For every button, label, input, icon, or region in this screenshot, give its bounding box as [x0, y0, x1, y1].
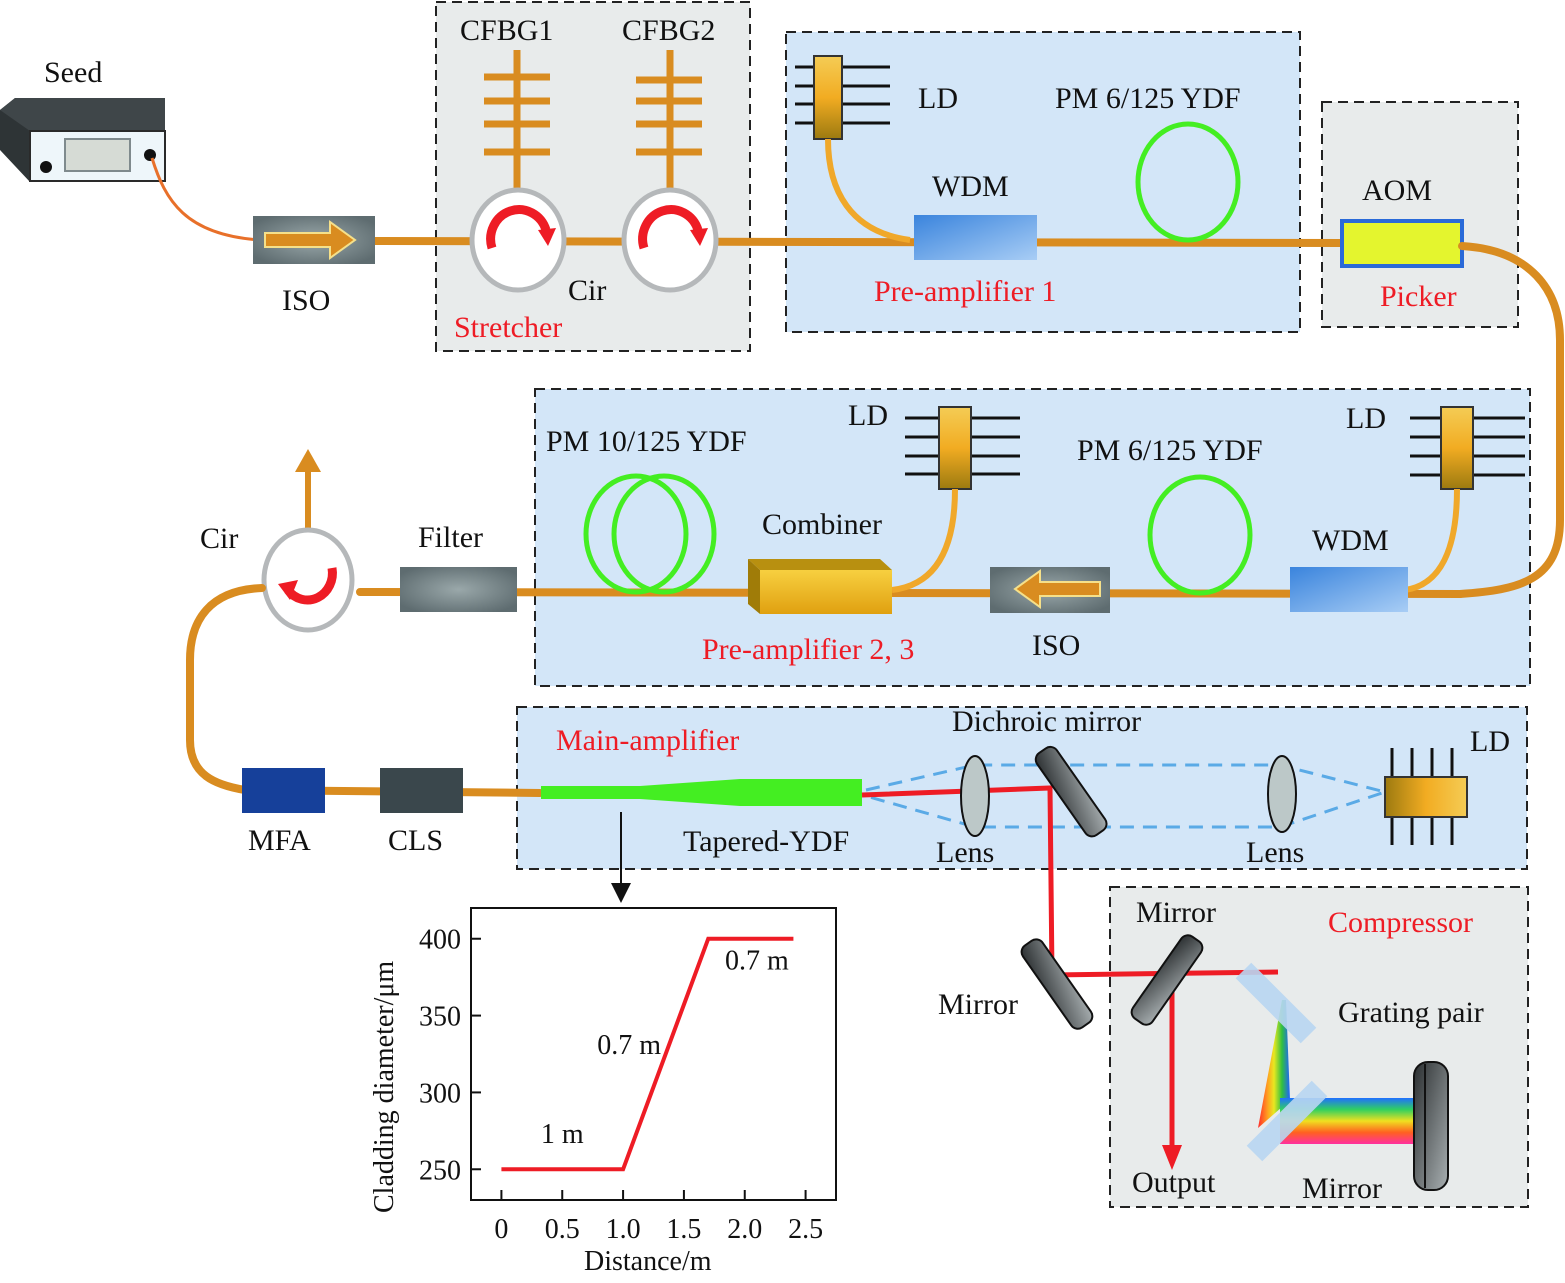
output-label: Output [1132, 1166, 1216, 1199]
chart-x-tick-label: 0 [494, 1214, 508, 1245]
ydf3-label: PM 10/125 YDF [546, 425, 747, 458]
filter-label: Filter [418, 521, 483, 554]
cir2-label: Cir [200, 522, 238, 555]
lens-1 [960, 755, 990, 837]
ld3-label: LD [1346, 402, 1386, 435]
laser-diode-2 [905, 406, 1020, 490]
circulator-2 [621, 187, 719, 293]
preamp1-box [785, 31, 1301, 333]
wdm1-label: WDM [932, 170, 1009, 203]
fiber-middle [356, 588, 1464, 598]
cfbg1-grating [484, 50, 550, 190]
chart-x-tick-label: 0.5 [545, 1214, 580, 1245]
grating-label: Grating pair [1338, 996, 1484, 1029]
seed-fiber [150, 157, 261, 242]
ld2-pump-fiber [891, 488, 958, 593]
mirror2-label: Mirror [1136, 896, 1216, 929]
picker-label: Picker [1380, 280, 1457, 313]
chart-y-tick-label: 300 [419, 1078, 461, 1109]
chart-annotation: 0.7 m [725, 945, 789, 976]
picker-box [1321, 101, 1519, 328]
output-arrow-icon [295, 449, 321, 472]
wdm-2 [1290, 567, 1408, 612]
seed-label: Seed [44, 56, 102, 89]
stretcher-box [435, 1, 751, 352]
chart-y-tick-label: 400 [419, 925, 461, 956]
circulator-1 [469, 187, 567, 293]
mirror-2 [1130, 934, 1204, 1026]
chart-y-tick-label: 250 [419, 1155, 461, 1186]
laser-diode-3 [1410, 406, 1525, 490]
combiner-label: Combiner [762, 508, 882, 541]
cls-label: CLS [388, 824, 443, 857]
ydf2-coil [1147, 474, 1253, 596]
fiber-right-loop [1456, 242, 1564, 598]
cir1-label: Cir [568, 274, 606, 307]
ld4-label: LD [1470, 725, 1510, 758]
lens-2 [1267, 755, 1297, 833]
grating-1 [1235, 962, 1317, 1044]
iso2-label: ISO [1032, 629, 1080, 662]
chart-x-tick-label: 1.0 [606, 1214, 641, 1245]
aom [1340, 219, 1464, 268]
preamp23-box [534, 388, 1531, 687]
chart-y-tick-label: 350 [419, 1002, 461, 1033]
chart-x-tick-label: 2.5 [788, 1214, 823, 1245]
chart-x-tick-label: 1.5 [666, 1214, 701, 1245]
compressor-label: Compressor [1328, 906, 1473, 939]
tapered-label: Tapered-YDF [683, 825, 849, 858]
output-beam-arrow [1162, 1145, 1182, 1170]
laser-diode-1 [795, 55, 890, 140]
main-amplifier-label: Main-amplifier [556, 724, 739, 757]
ydf1-label: PM 6/125 YDF [1055, 82, 1241, 115]
stretcher-label: Stretcher [454, 311, 562, 344]
isolator-1 [253, 216, 375, 264]
lens2-label: Lens [1246, 836, 1304, 869]
filter [400, 567, 517, 612]
combiner [748, 559, 892, 614]
chart-frame [470, 907, 837, 1201]
ld3-pump-fiber [1404, 488, 1460, 593]
dichroic-mirror [1034, 745, 1108, 838]
cls [380, 768, 463, 813]
iso1-label: ISO [282, 284, 330, 317]
wdm-1 [914, 215, 1037, 260]
cfbg2-label: CFBG2 [622, 14, 715, 47]
mirror-3 [1413, 1061, 1449, 1191]
ld1-label: LD [918, 82, 958, 115]
chart-annotation: 1 m [541, 1119, 584, 1150]
chart-series-line [501, 936, 794, 1172]
preamp23-label: Pre-amplifier 2, 3 [702, 633, 914, 666]
chart-x-axis-label: Distance/m [584, 1246, 712, 1277]
lens1-label: Lens [936, 836, 994, 869]
seed-laser [0, 98, 166, 182]
ld2-label: LD [848, 399, 888, 432]
aom-label: AOM [1362, 174, 1432, 207]
grating-2 [1246, 1080, 1328, 1162]
mfa-label: MFA [248, 824, 311, 857]
ld1-pump-fiber [825, 138, 911, 243]
chart-y-axis-label: Cladding diameter/μm [369, 961, 400, 1213]
circulator-3 [261, 527, 355, 633]
isolator-2 [990, 567, 1110, 613]
mirror1-label: Mirror [938, 988, 1018, 1021]
ydf1-coil [1135, 121, 1241, 243]
ydf3-coil [583, 473, 717, 595]
mfa [242, 768, 325, 813]
cladding-diameter-chart: 0 0.5 1.0 1.5 2.0 2.5 250 300 350 400 1 m 0.7 m 0.7… [369, 907, 837, 1277]
wdm2-label: WDM [1312, 524, 1389, 557]
mirror-1 [1020, 938, 1094, 1030]
fiber-left-loop [186, 584, 544, 797]
tapered-ydf [541, 779, 862, 806]
ydf2-label: PM 6/125 YDF [1077, 434, 1263, 467]
mirror3-label: Mirror [1302, 1172, 1382, 1205]
preamp1-label: Pre-amplifier 1 [874, 275, 1056, 308]
dichroic-label: Dichroic mirror [952, 705, 1141, 738]
dispersed-beam-vertical [1258, 1000, 1290, 1128]
chart-annotation: 0.7 m [597, 1030, 661, 1061]
chart-x-tick-label: 2.0 [727, 1214, 762, 1245]
cfbg1-label: CFBG1 [460, 14, 553, 47]
laser-diode-4 [1384, 748, 1468, 845]
cfbg2-grating [636, 50, 702, 190]
